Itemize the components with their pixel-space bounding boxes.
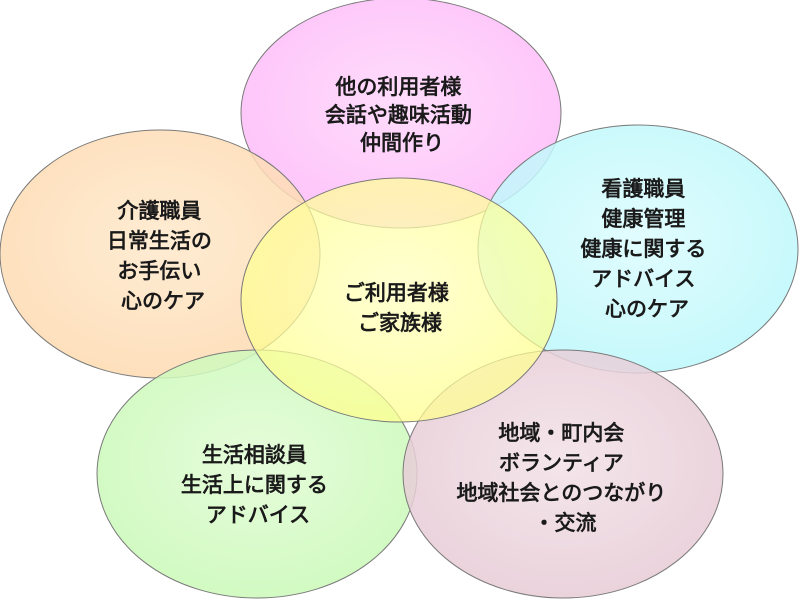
label-counselor: 生活相談員 生活上に関する アドバイス [181, 443, 335, 527]
label-center: ご利用者様 ご家族様 [344, 281, 456, 335]
label-nurse: 看護職員 健康管理 健康に関する アドバイス 心のケア [580, 177, 713, 321]
label-care-staff: 介護職員 日常生活の お手伝い 心のケア [107, 199, 219, 313]
circle-center [240, 177, 558, 423]
label-others: 他の利用者様 会話や趣味活動 仲間作り [325, 75, 479, 155]
circle-community [402, 349, 724, 599]
label-community: 地域・町内会 ボランティア 地域社会とのつながり ・交流 [456, 421, 673, 535]
